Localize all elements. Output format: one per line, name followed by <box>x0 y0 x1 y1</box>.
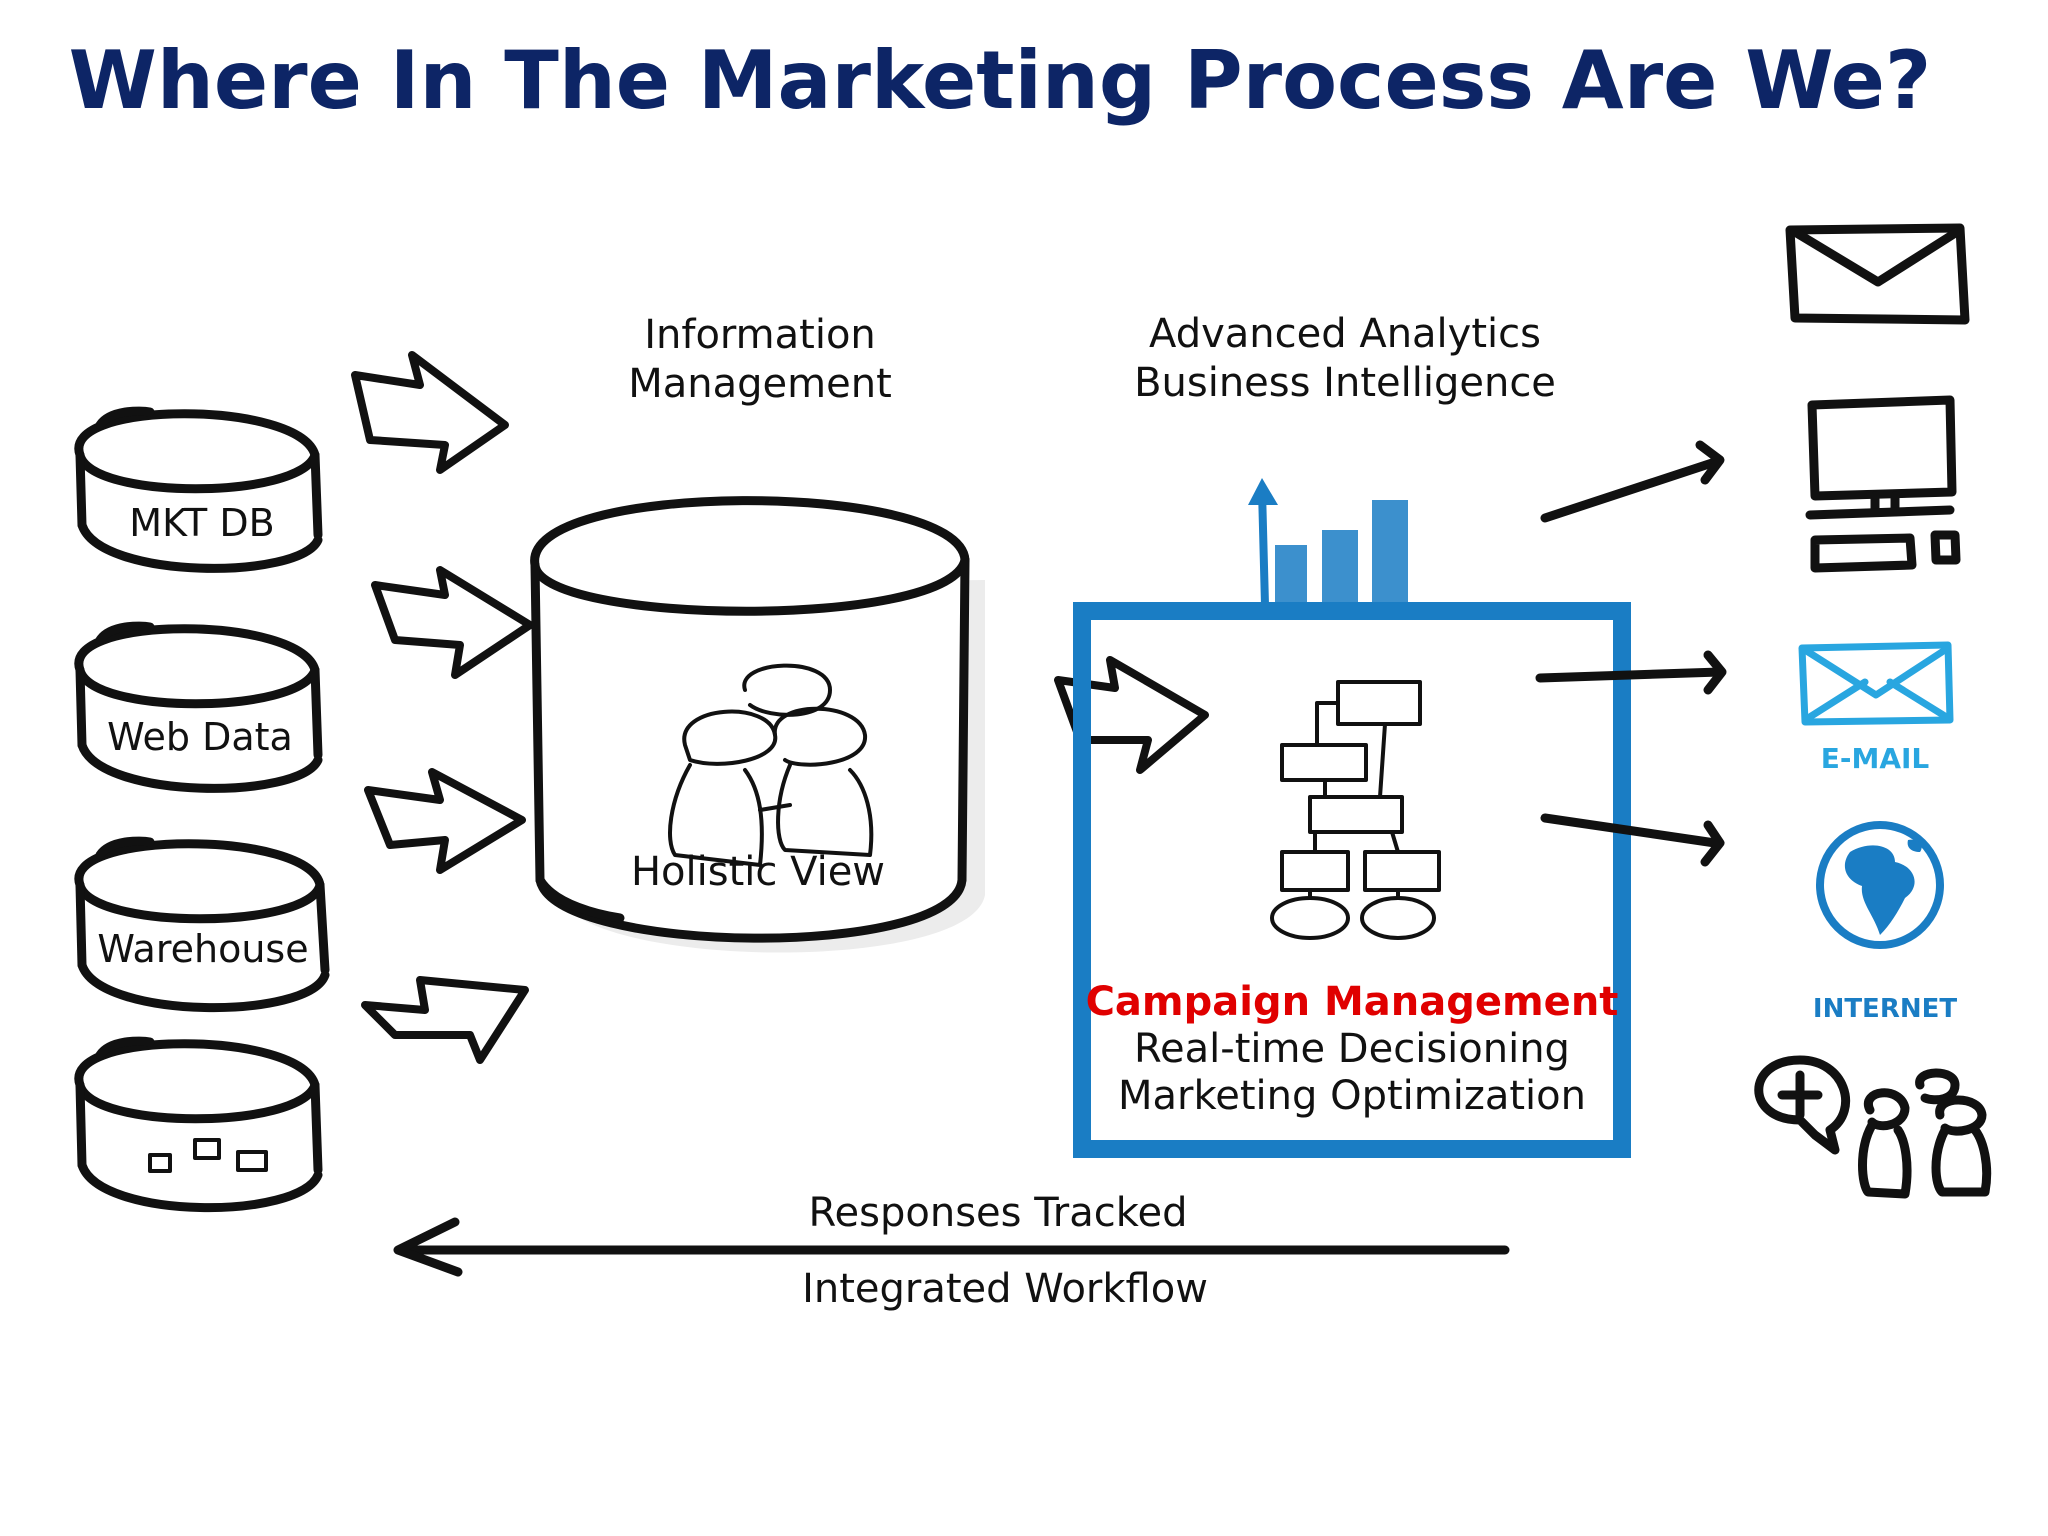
email-icon: E-MAIL <box>1798 641 1954 775</box>
flowchart-icon <box>1270 680 1441 940</box>
database-generic <box>74 1036 323 1212</box>
database-label-web-data: Web Data <box>107 715 293 759</box>
campaign-box <box>1073 602 1631 1158</box>
information-management-line1: Information <box>644 312 876 358</box>
holistic-view-cylinder: Holistic View <box>530 496 985 953</box>
analytics-line1: Advanced Analytics <box>1149 311 1541 357</box>
output-arrow-1 <box>1540 440 1725 523</box>
realtime-decisioning-label: Real-time Decisioning <box>1134 1026 1570 1072</box>
email-label: E-MAIL <box>1821 742 1930 775</box>
holistic-view-label: Holistic View <box>631 849 885 895</box>
people-icon <box>668 663 874 867</box>
integrated-workflow-label: Integrated Workflow <box>802 1266 1208 1312</box>
responses-tracked-label: Responses Tracked <box>809 1190 1188 1236</box>
input-arrow-2 <box>371 566 534 679</box>
database-mkt-db: MKT DB <box>74 406 323 573</box>
database-warehouse: Warehouse <box>74 836 330 1012</box>
social-people-icon <box>1754 1055 1992 1199</box>
database-label-mkt-db: MKT DB <box>129 501 274 545</box>
output-arrow-2 <box>1535 650 1727 695</box>
input-arrow-1 <box>351 351 509 474</box>
bar-chart-icon <box>1248 478 1428 609</box>
internet-label: INTERNET <box>1813 994 1957 1024</box>
analytics-line2: Business Intelligence <box>1134 360 1556 406</box>
input-arrow-4 <box>361 976 529 1064</box>
information-management-line2: Management <box>628 361 892 407</box>
output-arrow-3 <box>1540 813 1725 867</box>
page-title: Where In The Marketing Process Are We? <box>69 34 1932 127</box>
internet-globe-icon: INTERNET <box>1813 821 1957 1024</box>
feedback-arrow <box>393 1217 1510 1277</box>
mail-envelope-icon <box>1785 223 1970 325</box>
input-arrow-3 <box>364 768 526 874</box>
middle-arrow <box>1054 656 1209 774</box>
database-label-warehouse: Warehouse <box>97 927 308 971</box>
campaign-management-label: Campaign Management <box>1086 979 1619 1025</box>
marketing-optimization-label: Marketing Optimization <box>1118 1073 1586 1119</box>
computer-icon <box>1805 395 1961 573</box>
database-web-data: Web Data <box>74 621 323 793</box>
data-blocks-icon <box>148 1138 268 1173</box>
